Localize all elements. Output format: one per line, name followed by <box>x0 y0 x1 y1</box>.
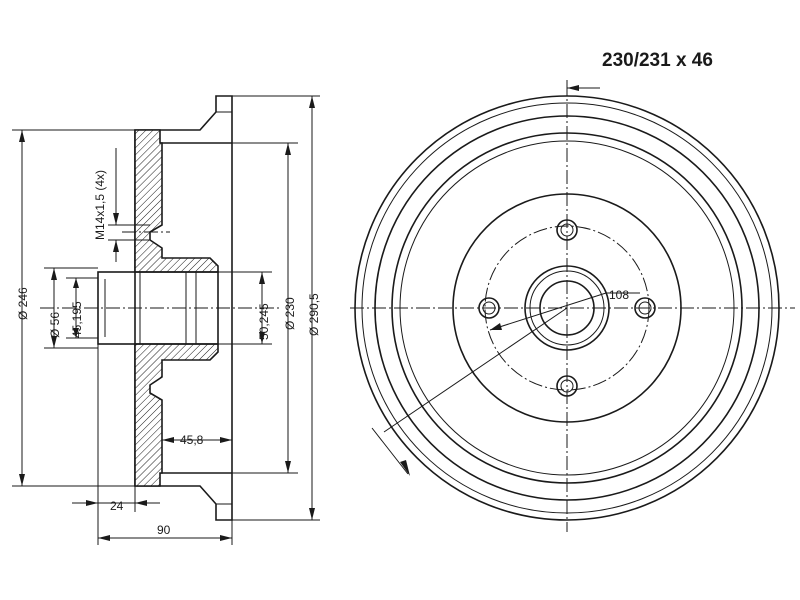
pcd-leader <box>489 292 607 331</box>
side-section-view: Ø 246 Ø 56 45,195 M14x1,5 (4x) 50,245 <box>12 95 321 545</box>
bolt-hole-bottom <box>556 375 578 397</box>
bolt-hole-right <box>634 297 656 319</box>
hub-flange-circle <box>452 193 682 423</box>
section-arrow-tail-lower <box>371 427 409 475</box>
drawing-title: 230/231 x 46 <box>602 50 713 71</box>
dim-label-d56: Ø 56 <box>48 312 62 338</box>
dim-label-d2905: Ø 290,5 <box>307 293 321 336</box>
center-bore-outer <box>524 265 610 351</box>
bolt-pitch-circle <box>484 225 650 391</box>
center-bore-chamfer <box>529 270 605 346</box>
flange-circle <box>374 115 760 501</box>
dim-label-d246: Ø 246 <box>16 287 30 320</box>
bolt-hole-top <box>556 219 578 241</box>
dim-label-50245: 50,245 <box>257 303 271 340</box>
dim-label-thread: M14x1,5 (4x) <box>93 170 107 240</box>
center-bore-inner <box>539 280 595 336</box>
bolt-hole-left <box>478 297 500 319</box>
dim-label-45195: 45,195 <box>70 301 84 338</box>
section-cut-line <box>383 307 568 433</box>
dim-label-90: 90 <box>157 523 171 537</box>
dim-label-458: 45,8 <box>180 433 204 447</box>
dim-label-24: 24 <box>110 499 124 513</box>
drum-rim-circle <box>361 102 773 514</box>
dim-label-pcd108: 108 <box>609 288 629 302</box>
front-view: 108 <box>350 80 795 532</box>
dim-label-d230: Ø 230 <box>283 297 297 330</box>
hub-section-lower <box>134 343 219 487</box>
inner-rim-circle <box>399 140 735 476</box>
braking-surface-circle <box>391 132 743 484</box>
hub-section-upper <box>134 129 219 273</box>
